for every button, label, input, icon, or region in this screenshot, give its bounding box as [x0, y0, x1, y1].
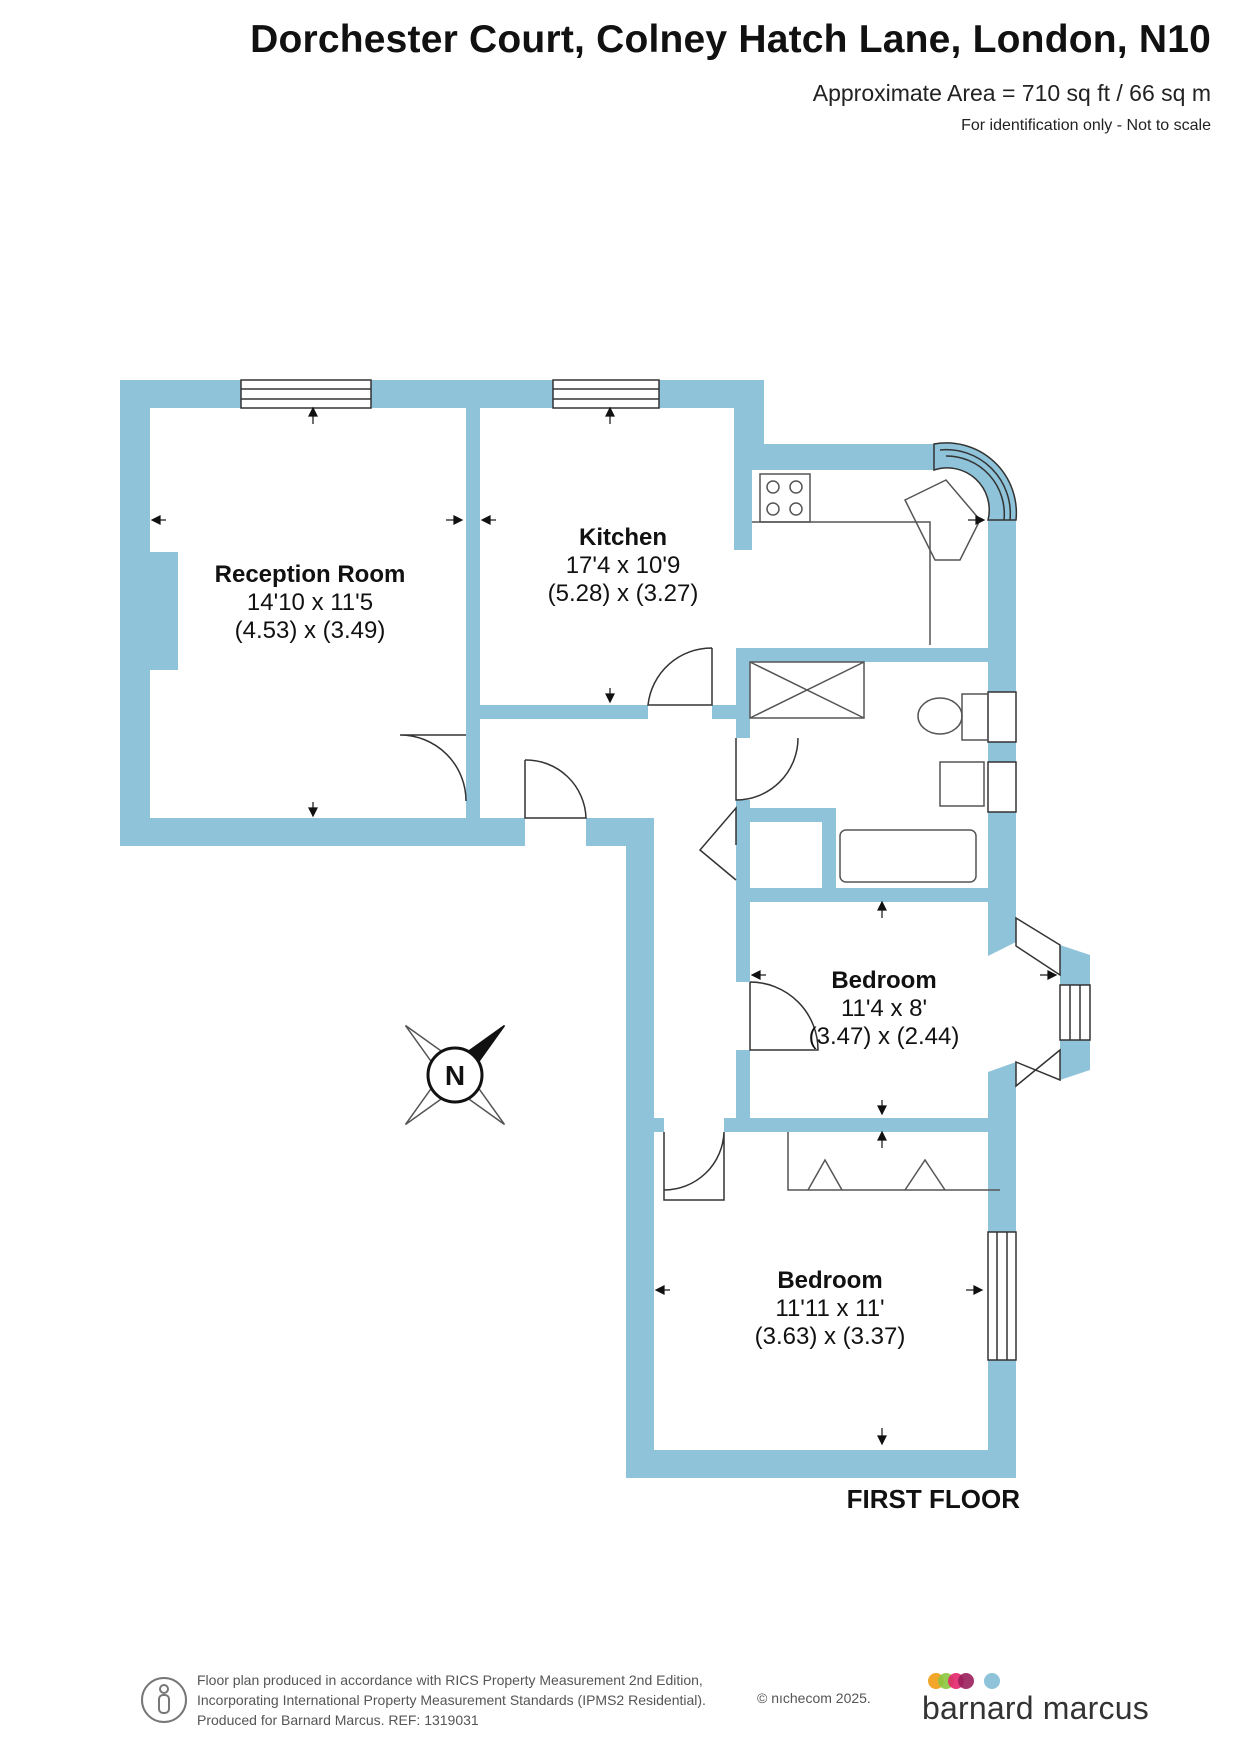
brand-dots-icon [928, 1673, 1000, 1689]
room-name-kitchen: Kitchen [579, 524, 667, 551]
compass-letter: N [445, 1060, 465, 1091]
room-size-imperial-bedroom-2: 11'11 x 11' [775, 1295, 884, 1322]
room-size-metric-kitchen: (5.28) x (3.27) [548, 580, 699, 607]
kitchen-sink-icon [903, 479, 981, 561]
room-size-imperial-kitchen: 17'4 x 10'9 [566, 552, 681, 579]
brand-name: barnard marcus [922, 1690, 1149, 1726]
basin-icon [939, 761, 985, 807]
room-size-imperial-reception: 14'10 x 11'5 [247, 589, 373, 616]
scale-note: For identification only - Not to scale [961, 117, 1211, 134]
room-size-imperial-bedroom-1: 11'4 x 8' [841, 995, 927, 1022]
compass-icon: N [404, 1024, 506, 1126]
room-name-bedroom-2: Bedroom [777, 1267, 882, 1294]
room-size-metric-bedroom-2: (3.63) x (3.37) [755, 1323, 906, 1350]
brand-logo: barnard marcus [922, 1670, 1149, 1730]
windows [240, 379, 1091, 1361]
plan-title: Dorchester Court, Colney Hatch Lane, Lon… [250, 18, 1211, 61]
floor-name: FIRST FLOOR [847, 1484, 1021, 1514]
room-name-reception: Reception Room [215, 561, 406, 588]
dimension-arrows [150, 406, 1058, 1446]
room-size-metric-reception: (4.53) x (3.49) [235, 617, 386, 644]
copyright: © nıchecom 2025. [757, 1690, 871, 1706]
footer-line: Incorporating International Property Mea… [197, 1692, 706, 1708]
footer-notes: Floor plan produced in accordance with R… [197, 1670, 706, 1730]
approximate-area: Approximate Area = 710 sq ft / 66 sq m [812, 80, 1211, 106]
doors [399, 647, 819, 1201]
person-icon [141, 1677, 187, 1723]
bath-icon [839, 829, 977, 883]
fixtures [749, 473, 1000, 1191]
room-name-bedroom-1: Bedroom [831, 967, 936, 994]
room-size-metric-bedroom-1: (3.47) x (2.44) [809, 1023, 960, 1050]
shower-tray-icon [749, 661, 865, 719]
toilet-icon [917, 697, 963, 735]
footer-line: Produced for Barnard Marcus. REF: 131903… [197, 1712, 479, 1728]
footer-line: Floor plan produced in accordance with R… [197, 1672, 703, 1688]
hob-icon [759, 473, 811, 523]
